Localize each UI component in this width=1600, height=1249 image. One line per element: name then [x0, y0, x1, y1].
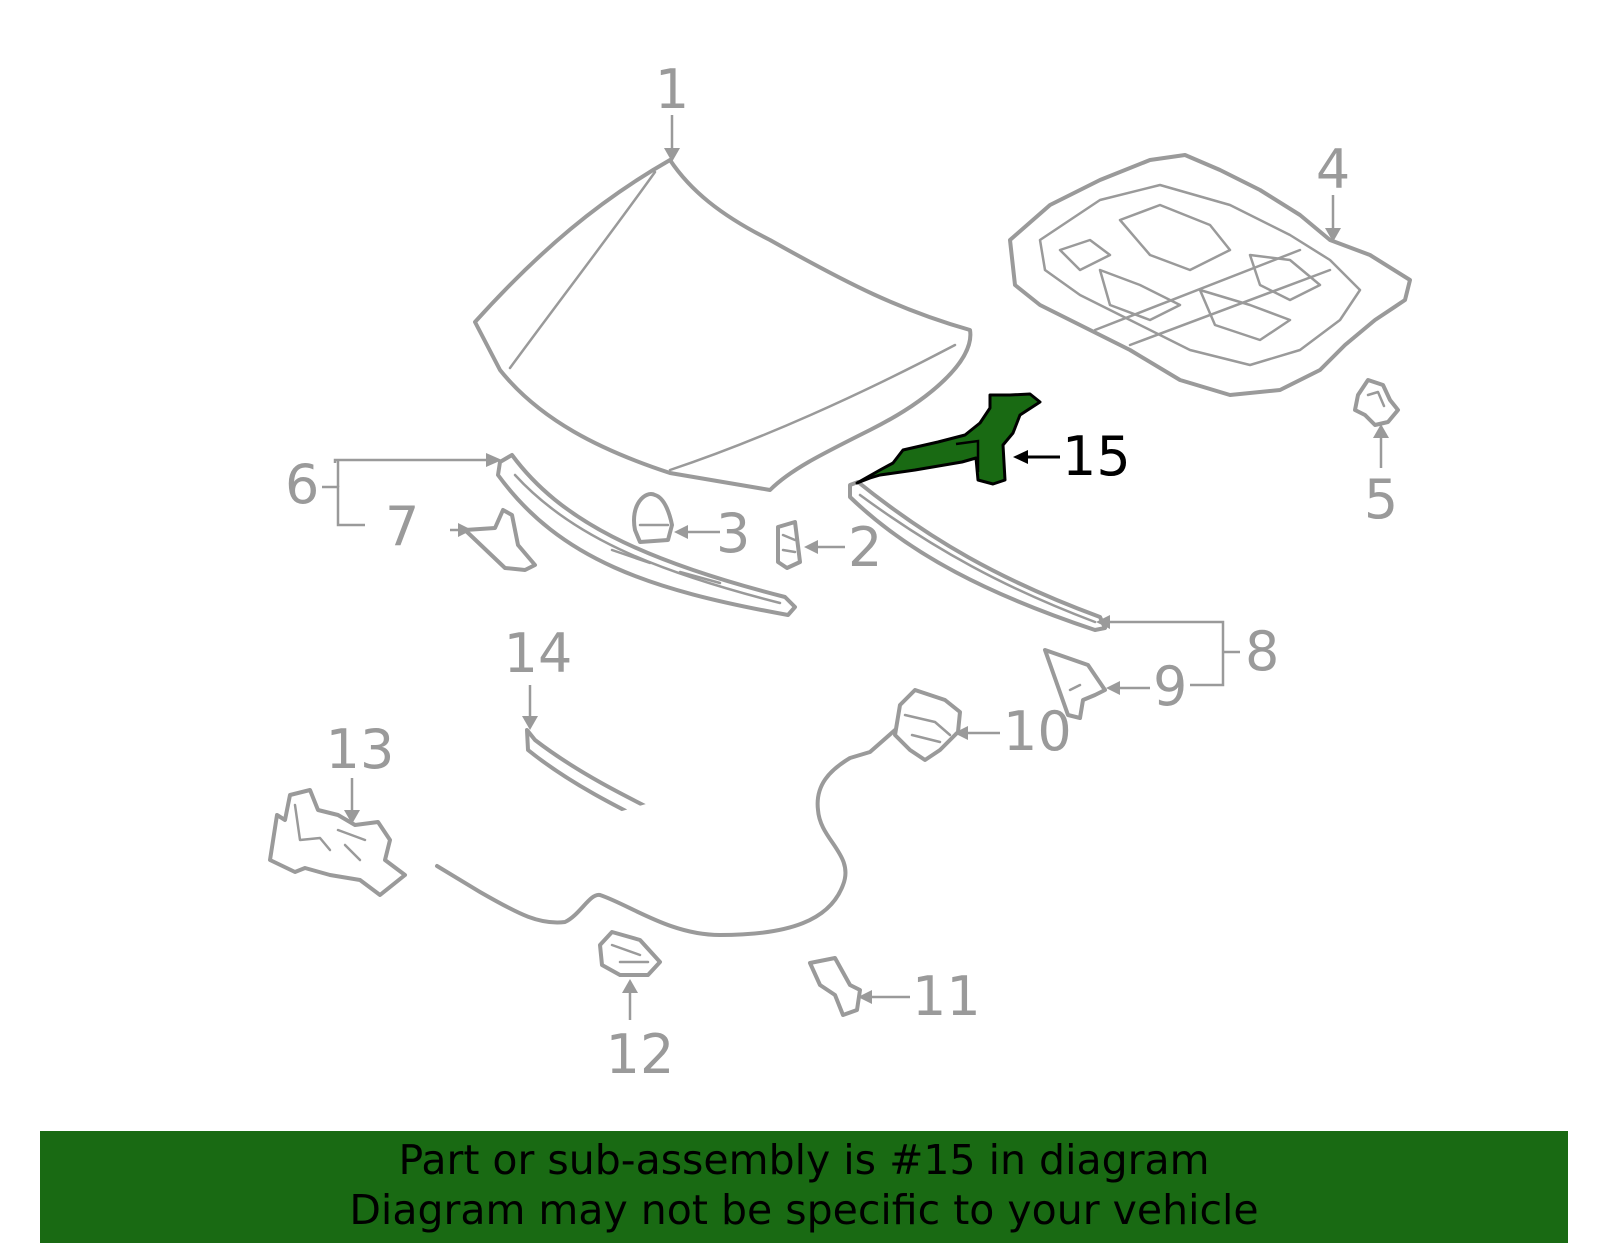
callout-10: 10 — [1003, 700, 1072, 763]
part-1-hood[interactable] — [473, 158, 973, 492]
part-4-insulator[interactable] — [1008, 153, 1412, 397]
banner-line-2: Diagram may not be specific to your vehi… — [349, 1186, 1259, 1234]
banner-line-1: Part or sub-assembly is #15 in diagram — [398, 1136, 1210, 1184]
parts-diagram: 1 2 3 4 5 6 7 8 9 10 11 12 13 14 15 — [268, 58, 1412, 1086]
callout-6: 6 — [285, 453, 319, 516]
callout-4: 4 — [1316, 138, 1350, 201]
part-15-bracket-highlighted[interactable] — [855, 392, 1042, 486]
callout-14: 14 — [504, 622, 573, 685]
info-banner: Part or sub-assembly is #15 in diagram D… — [40, 1131, 1568, 1243]
release-cable[interactable] — [435, 728, 897, 937]
part-9-bracket[interactable] — [1043, 648, 1107, 720]
part-11-bracket[interactable] — [808, 956, 862, 1017]
callout-2: 2 — [848, 516, 882, 579]
leader-lines — [322, 115, 1389, 1020]
callout-8: 8 — [1245, 620, 1279, 683]
part-2-clip[interactable] — [776, 520, 802, 570]
part-3-bumper[interactable] — [632, 492, 674, 544]
part-12-grommet[interactable] — [598, 930, 662, 977]
part-6-seal[interactable] — [496, 453, 797, 617]
callout-12: 12 — [606, 1023, 675, 1086]
part-8-seal[interactable] — [848, 480, 1107, 632]
part-13-lock[interactable] — [268, 788, 407, 897]
part-5-clip[interactable] — [1353, 378, 1400, 427]
part-7-bracket[interactable] — [463, 508, 537, 572]
callout-11: 11 — [912, 965, 981, 1028]
callout-15: 15 — [1062, 425, 1131, 488]
callout-7: 7 — [385, 495, 419, 558]
callout-5: 5 — [1364, 468, 1398, 531]
callout-1: 1 — [655, 58, 689, 121]
callout-labels: 1 2 3 4 5 6 7 8 9 10 11 12 13 14 15 — [285, 58, 1398, 1086]
callout-3: 3 — [716, 502, 750, 565]
part-10-latch[interactable] — [893, 688, 962, 762]
callout-9: 9 — [1153, 655, 1187, 718]
callout-13: 13 — [326, 718, 395, 781]
